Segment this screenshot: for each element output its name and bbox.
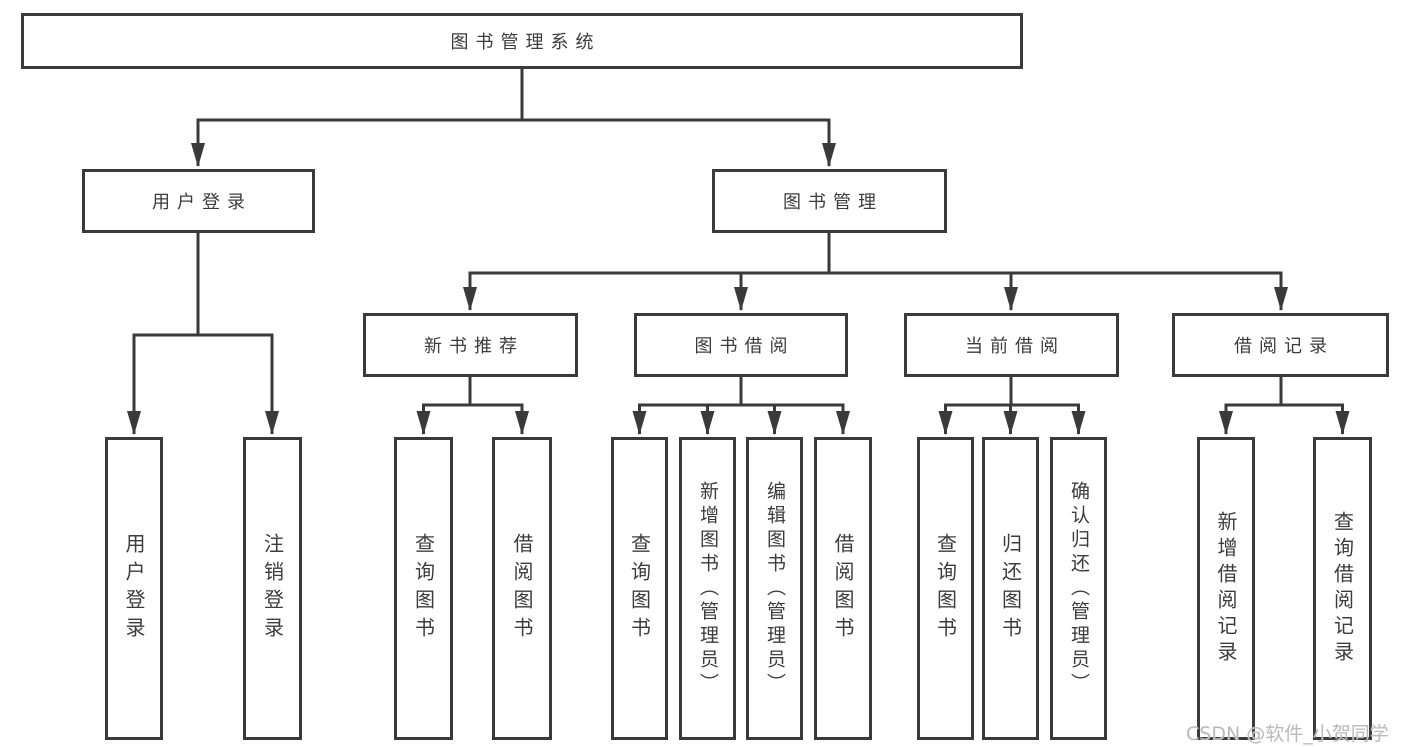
node-leaf-query-books-borrowing-label: 查询图书 <box>627 532 652 645</box>
node-user-login-branch-label: 用户登录 <box>152 192 252 213</box>
node-leaf-query-books-current-label: 查询图书 <box>933 532 958 645</box>
node-leaf-edit-books-admin-label: 编辑图书（管理员） <box>764 480 786 697</box>
node-borrowing-records-label: 借阅记录 <box>1234 336 1334 357</box>
node-book-management: 图书管理 <box>712 169 947 233</box>
node-leaf-return-books-label: 归还图书 <box>998 532 1023 645</box>
node-leaf-borrow-books-borrowing: 借阅图书 <box>814 437 872 740</box>
csdn-watermark: CSDN @软件_小贺同学 <box>1186 723 1389 745</box>
node-leaf-query-borrow-record-label: 查询借阅记录 <box>1330 510 1355 667</box>
node-leaf-return-books: 归还图书 <box>982 437 1039 740</box>
node-leaf-confirm-return-admin: 确认归还（管理员） <box>1050 437 1107 740</box>
node-leaf-user-login-label: 用户登录 <box>122 532 146 645</box>
node-leaf-edit-books-admin: 编辑图书（管理员） <box>746 437 803 740</box>
node-leaf-query-books-recommend: 查询图书 <box>394 437 453 740</box>
node-leaf-user-login: 用户登录 <box>105 437 163 740</box>
node-new-book-recommend-label: 新书推荐 <box>424 336 524 357</box>
node-leaf-borrow-books-recommend-label: 借阅图书 <box>510 532 534 645</box>
node-root: 图书管理系统 <box>21 13 1023 69</box>
node-leaf-query-books-borrowing: 查询图书 <box>611 437 668 740</box>
node-borrowing-records: 借阅记录 <box>1172 313 1389 377</box>
node-new-book-recommend: 新书推荐 <box>363 313 578 377</box>
node-leaf-add-books-admin: 新增图书（管理员） <box>679 437 736 740</box>
node-leaf-query-books-recommend-label: 查询图书 <box>411 532 436 645</box>
node-leaf-add-borrow-record-label: 新增借阅记录 <box>1214 510 1238 667</box>
node-leaf-query-borrow-record: 查询借阅记录 <box>1313 437 1372 740</box>
node-book-borrowing-label: 图书借阅 <box>694 336 795 357</box>
node-book-management-label: 图书管理 <box>783 192 883 213</box>
node-current-borrowing-label: 当前借阅 <box>965 336 1065 357</box>
node-leaf-add-books-admin-label: 新增图书（管理员） <box>697 480 719 697</box>
node-leaf-borrow-books-recommend: 借阅图书 <box>492 437 552 740</box>
node-leaf-add-borrow-record: 新增借阅记录 <box>1197 437 1255 740</box>
node-leaf-confirm-return-admin-label: 确认归还（管理员） <box>1068 480 1090 697</box>
node-leaf-logout: 注销登录 <box>243 437 302 740</box>
node-user-login-branch: 用户登录 <box>82 169 315 233</box>
node-leaf-borrow-books-borrowing-label: 借阅图书 <box>831 532 855 645</box>
node-root-label: 图书管理系统 <box>450 32 601 53</box>
node-book-borrowing: 图书借阅 <box>634 313 848 377</box>
node-leaf-query-books-current: 查询图书 <box>917 437 974 740</box>
node-current-borrowing: 当前借阅 <box>904 313 1119 377</box>
node-leaf-logout-label: 注销登录 <box>260 532 285 645</box>
